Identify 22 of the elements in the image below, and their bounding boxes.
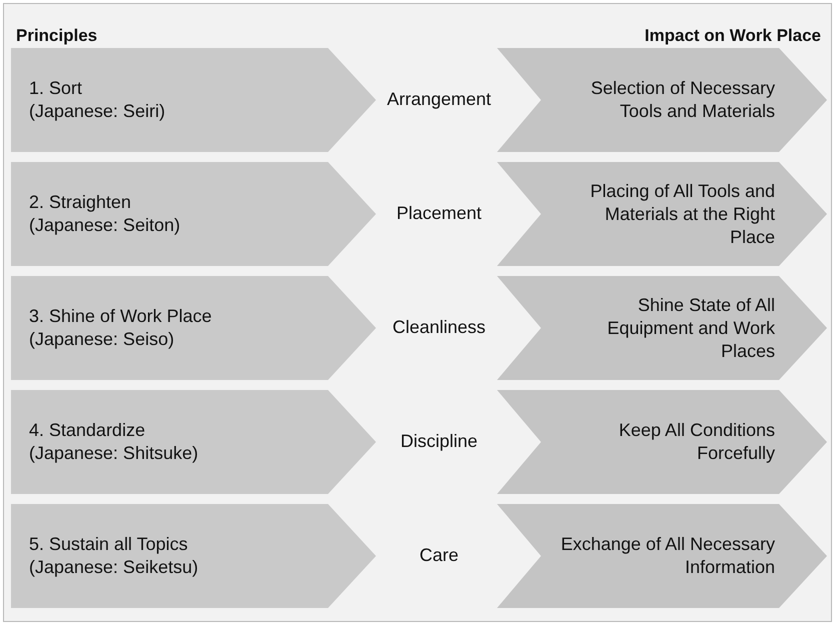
principle-title: 4. Standardize [29, 419, 146, 442]
principle-title: 1. Sort [29, 77, 82, 100]
principle-subtitle: (Japanese: Seiri) [29, 100, 166, 123]
impact-text: Exchange of All Necessary Information [560, 533, 775, 579]
impact-text: Placing of All Tools and Materials at the Right Place [589, 180, 775, 248]
principle-subtitle: (Japanese: Seiton) [29, 214, 180, 237]
principle-title: 5. Sustain all Topics [29, 533, 188, 556]
column-heading: Impact on Work Place [644, 26, 821, 46]
impact-text: Keep All Conditions Forcefully [618, 419, 775, 465]
keyword-text: Discipline [399, 431, 479, 452]
keyword-text: Arrangement [386, 89, 492, 110]
keyword-text: Care [418, 545, 460, 566]
impact-text: Shine State of All Equipment and Work Places [606, 294, 775, 362]
keyword-text: Placement [395, 203, 483, 224]
impact-text: Selection of Necessary Tools and Materials [590, 77, 775, 123]
principle-title: 3. Shine of Work Place [29, 305, 212, 328]
principle-title: 2. Straighten [29, 191, 132, 214]
principle-subtitle: (Japanese: Seiketsu) [29, 556, 198, 579]
principle-subtitle: (Japanese: Seiso) [29, 328, 174, 351]
keyword-text: Cleanliness [391, 317, 487, 338]
principle-subtitle: (Japanese: Shitsuke) [29, 442, 198, 465]
column-heading: Principles [16, 26, 98, 46]
